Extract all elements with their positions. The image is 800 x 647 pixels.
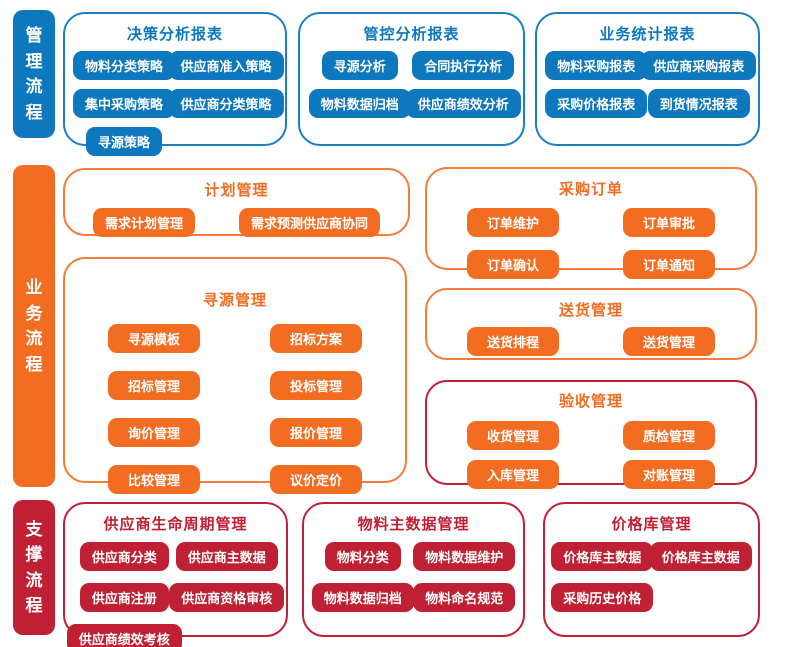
chip: 价格库主数据	[649, 542, 752, 571]
chip: 供应商绩效分析	[405, 89, 521, 118]
group-acceptance-management: 验收管理 收货管理 质检管理 入库管理 对账管理	[425, 380, 757, 489]
chip-grid: 送货排程 送货管理	[427, 327, 755, 356]
chip: 价格库主数据	[551, 542, 654, 571]
chip: 寻源模板	[107, 324, 200, 353]
group-title: 物料主数据管理	[357, 516, 470, 533]
lane-label-management-process: 管理流程	[13, 10, 55, 138]
chip: 寻源策略	[85, 127, 162, 156]
lane-label-text: 支撑流程	[25, 519, 43, 616]
chip: 送货排程	[466, 327, 559, 356]
chip: 订单审批	[622, 208, 715, 237]
chip: 物料数据归档	[311, 583, 414, 612]
chip: 投标管理	[269, 371, 362, 400]
group-title: 送货管理	[558, 302, 623, 319]
chip: 采购历史价格	[551, 583, 654, 612]
chip: 议价定价	[269, 465, 362, 494]
chip: 供应商分类策略	[168, 89, 284, 118]
chip: 送货管理	[622, 327, 715, 356]
group-title: 业务统计报表	[599, 26, 696, 43]
chip-grid: 供应商分类 供应商主数据 供应商注册 供应商资格审核 供应商绩效考核	[65, 542, 286, 647]
group-decision-analysis-reports: 决策分析报表 物料分类策略 供应商准入策略 集中采购策略 供应商分类策略 寻源策…	[63, 12, 287, 156]
chip: 到货情况报表	[647, 89, 750, 118]
chip: 质检管理	[622, 421, 715, 450]
chip: 招标管理	[107, 371, 200, 400]
lane-label-text: 业务流程	[25, 278, 43, 374]
chip: 集中采购策略	[73, 89, 176, 118]
chip: 需求预测供应商协同	[239, 208, 381, 237]
chip-grid: 收货管理 质检管理 入库管理 对账管理	[427, 421, 755, 489]
group-title: 寻源管理	[202, 292, 267, 309]
lane-label-support-process: 支撑流程	[13, 500, 55, 635]
chip: 招标方案	[269, 324, 362, 353]
chip: 物料分类策略	[73, 51, 176, 80]
chip: 物料数据归档	[308, 89, 411, 118]
chip: 订单确认	[466, 250, 559, 279]
chip: 入库管理	[466, 460, 559, 489]
chip: 供应商准入策略	[168, 51, 284, 80]
group-title: 采购订单	[558, 181, 623, 198]
chip: 对账管理	[622, 460, 715, 489]
chip-grid: 需求计划管理 需求预测供应商协同	[65, 208, 408, 237]
group-control-analysis-reports: 管控分析报表 寻源分析 合同执行分析 物料数据归档 供应商绩效分析	[298, 12, 525, 146]
group-plan-management: 计划管理 需求计划管理 需求预测供应商协同	[63, 168, 410, 237]
chip: 供应商绩效考核	[66, 624, 182, 647]
chip: 供应商注册	[79, 583, 169, 612]
chip: 需求计划管理	[92, 208, 195, 237]
chip: 比较管理	[107, 465, 200, 494]
chip-grid: 价格库主数据 价格库主数据 采购历史价格	[545, 542, 758, 612]
chip: 合同执行分析	[412, 51, 515, 80]
chip: 询价管理	[107, 418, 200, 447]
chip-grid: 物料分类 物料数据维护 物料数据归档 物料命名规范	[304, 542, 523, 612]
chip: 供应商采购报表	[641, 51, 757, 80]
group-sourcing-management: 寻源管理 寻源模板 招标方案 招标管理 投标管理 询价管理 报价管理 比较管理 …	[63, 257, 407, 494]
group-business-statistics-reports: 业务统计报表 物料采购报表 供应商采购报表 采购价格报表 到货情况报表	[535, 12, 760, 146]
group-title: 管控分析报表	[363, 26, 460, 43]
group-price-library-management: 价格库管理 价格库主数据 价格库主数据 采购历史价格	[543, 502, 760, 637]
chip-grid: 寻源模板 招标方案 招标管理 投标管理 询价管理 报价管理 比较管理 议价定价	[65, 324, 405, 494]
group-delivery-management: 送货管理 送货排程 送货管理	[425, 288, 757, 360]
chip-grid: 寻源分析 合同执行分析 物料数据归档 供应商绩效分析	[300, 51, 523, 118]
chip: 报价管理	[269, 418, 362, 447]
chip: 订单通知	[622, 250, 715, 279]
chip-grid: 物料采购报表 供应商采购报表 采购价格报表 到货情况报表	[537, 51, 758, 118]
chip-grid: 物料分类策略 供应商准入策略 集中采购策略 供应商分类策略 寻源策略	[65, 51, 285, 156]
group-material-master-data-management: 物料主数据管理 物料分类 物料数据维护 物料数据归档 物料命名规范	[302, 502, 525, 637]
chip: 供应商主数据	[175, 542, 278, 571]
chip: 收货管理	[466, 421, 559, 450]
chip: 物料数据维护	[413, 542, 516, 571]
group-purchase-order: 采购订单 订单维护 订单审批 订单确认 订单通知	[425, 167, 757, 279]
chip: 订单维护	[466, 208, 559, 237]
group-title: 价格库管理	[611, 516, 692, 533]
group-title: 计划管理	[204, 182, 269, 199]
chip-grid: 订单维护 订单审批 订单确认 订单通知	[427, 208, 755, 279]
chip: 物料采购报表	[545, 51, 648, 80]
chip: 供应商分类	[79, 542, 169, 571]
chip: 寻源分析	[321, 51, 398, 80]
group-title: 决策分析报表	[126, 26, 223, 43]
chip: 物料命名规范	[413, 583, 516, 612]
lane-label-text: 管理流程	[25, 26, 43, 122]
chip: 采购价格报表	[545, 89, 648, 118]
chip: 物料分类	[324, 542, 401, 571]
chip: 供应商资格审核	[169, 583, 285, 612]
group-title: 供应商生命周期管理	[103, 516, 248, 533]
lane-label-business-process: 业务流程	[13, 165, 55, 487]
group-supplier-lifecycle-management: 供应商生命周期管理 供应商分类 供应商主数据 供应商注册 供应商资格审核 供应商…	[63, 502, 288, 647]
group-title: 验收管理	[558, 393, 623, 410]
